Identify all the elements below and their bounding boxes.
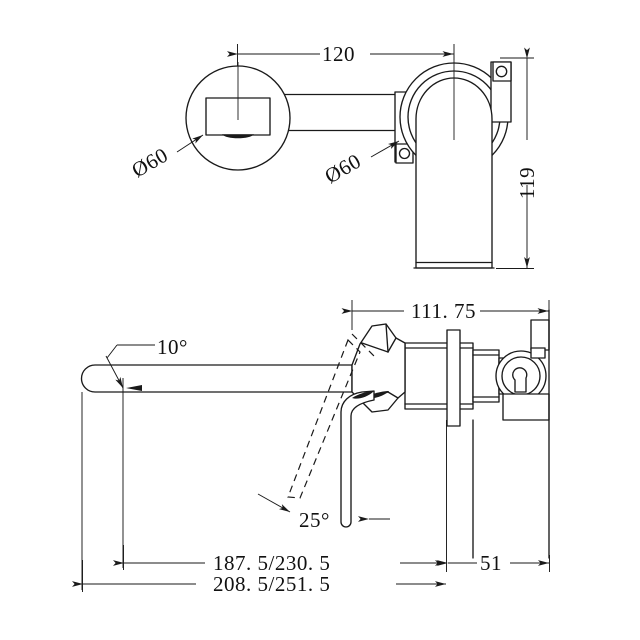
diameter-label-right: Ø60 [321, 149, 366, 189]
dimension-120: 120 [227, 42, 455, 66]
dimension-187-5-230-5: 187. 5/230. 5 [113, 545, 446, 575]
dimension-label-208-5-251-5: 208. 5/251. 5 [213, 572, 330, 596]
wall-plate-side [472, 309, 550, 559]
escutcheon-plate-left [185, 62, 291, 171]
diameter-leader-right: Ø60 [321, 140, 400, 189]
diameter-label-left: Ø60 [128, 143, 173, 183]
diameter-leader-left: Ø60 [128, 134, 204, 183]
spout-arm [80, 364, 353, 393]
dimension-label-119: 119 [515, 167, 539, 199]
dimension-208-5-251-5: 208. 5/251. 5 [72, 560, 446, 596]
dimension-111-75: 111. 75 [341, 299, 550, 330]
mixer-body-front [394, 55, 512, 269]
dimension-label-51: 51 [480, 551, 502, 575]
side-elevation-view: 10° 25° 111. 75 187. 5/230. 5 [72, 299, 550, 596]
mixer-neck [351, 323, 406, 413]
dimension-label-187-5-230-5: 187. 5/230. 5 [213, 551, 330, 575]
angle-leader-25: 25° [257, 493, 390, 532]
lever-handle [340, 390, 375, 528]
angle-label-10: 10° [157, 335, 188, 359]
angle-leader-10: 10° [81, 335, 188, 590]
dimension-119: 119 [496, 47, 539, 269]
angle-label-25: 25° [299, 508, 330, 532]
dimension-label-120: 120 [322, 42, 355, 66]
dimension-51: 51 [437, 420, 550, 575]
front-elevation-view: 120 119 Ø60 Ø60 [128, 42, 539, 269]
valve-cartridge-assembly [404, 329, 547, 427]
dimension-label-111-75: 111. 75 [411, 299, 476, 323]
lever-handle-swing-phantom [287, 333, 375, 499]
